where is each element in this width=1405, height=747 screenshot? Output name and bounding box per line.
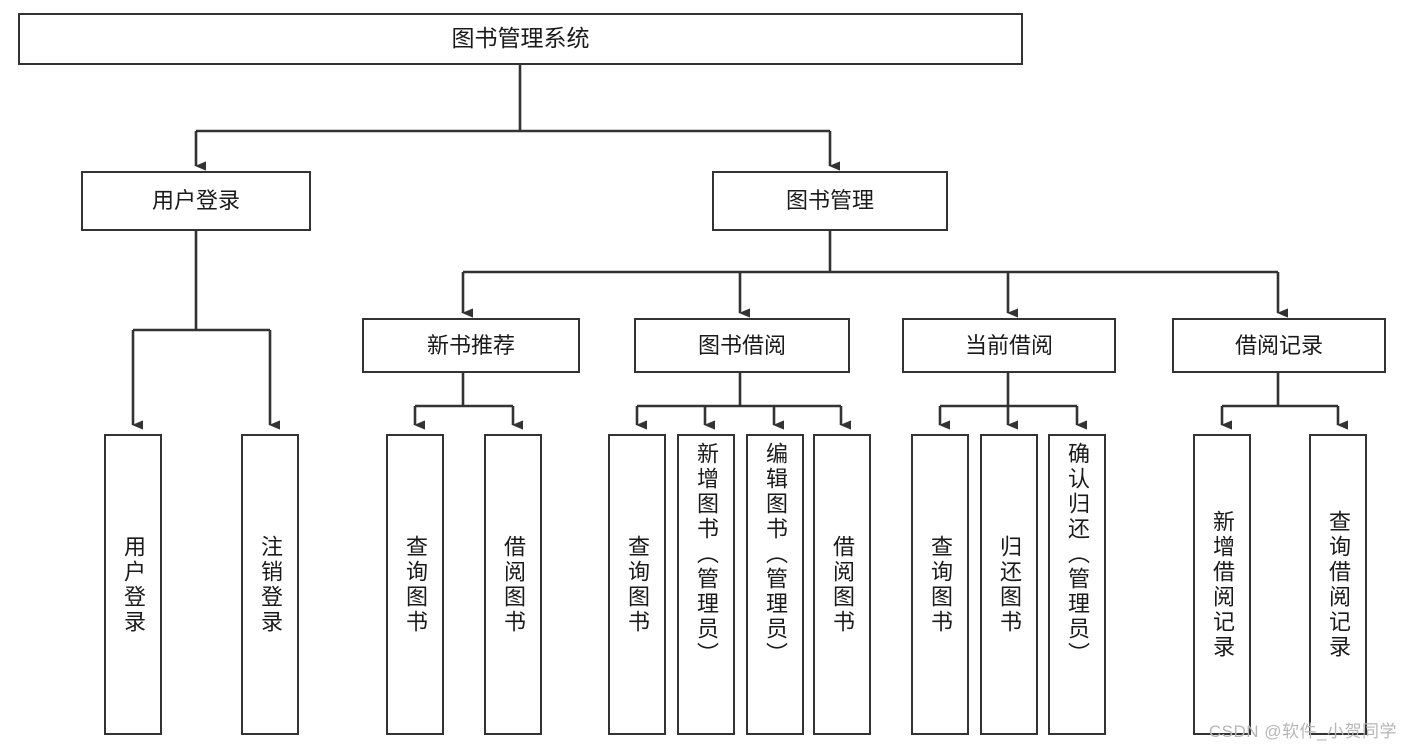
node-borrow-record-label: 借阅记录: [1234, 332, 1323, 358]
node-leaf-new-book-query-label: 查询图书: [403, 534, 428, 635]
node-book-borrow-label: 图书借阅: [697, 332, 786, 358]
node-leaf-borrow-record-query[interactable]: 查询借阅记录: [1309, 434, 1367, 735]
node-leaf-user-login-login-label: 用户登录: [121, 534, 146, 635]
node-leaf-user-login-logout[interactable]: 注销登录: [241, 434, 299, 735]
node-leaf-new-book-borrow[interactable]: 借阅图书: [484, 434, 542, 735]
node-book-management-label: 图书管理: [785, 188, 874, 214]
node-leaf-book-borrow-query[interactable]: 查询图书: [608, 434, 666, 735]
node-leaf-new-book-query[interactable]: 查询图书: [386, 434, 444, 735]
watermark-text: CSDN @软件_小贺同学: [1208, 722, 1397, 741]
node-current-borrow[interactable]: 当前借阅: [902, 318, 1116, 373]
node-current-borrow-label: 当前借阅: [964, 332, 1053, 358]
node-new-book-recommend[interactable]: 新书推荐: [362, 318, 580, 373]
node-leaf-current-borrow-confirm-label: 确认归还（管理员）: [1065, 442, 1090, 667]
node-leaf-user-login-login[interactable]: 用户登录: [104, 434, 162, 735]
node-leaf-book-borrow-borrow[interactable]: 借阅图书: [813, 434, 871, 735]
node-user-login[interactable]: 用户登录: [81, 171, 311, 231]
node-leaf-book-borrow-borrow-label: 借阅图书: [830, 534, 855, 635]
node-leaf-borrow-record-query-label: 查询借阅记录: [1326, 509, 1351, 660]
node-new-book-recommend-label: 新书推荐: [426, 332, 515, 358]
node-leaf-book-borrow-add-label: 新增图书（管理员）: [694, 442, 719, 667]
node-leaf-current-borrow-return-label: 归还图书: [997, 534, 1022, 635]
node-borrow-record[interactable]: 借阅记录: [1172, 318, 1386, 373]
node-root-system[interactable]: 图书管理系统: [18, 13, 1023, 65]
node-leaf-current-borrow-confirm[interactable]: 确认归还（管理员）: [1048, 434, 1106, 735]
node-leaf-current-borrow-query-label: 查询图书: [928, 534, 953, 635]
node-leaf-borrow-record-add[interactable]: 新增借阅记录: [1193, 434, 1251, 735]
node-user-login-label: 用户登录: [151, 188, 240, 214]
node-leaf-book-borrow-add[interactable]: 新增图书（管理员）: [677, 434, 735, 735]
node-book-management[interactable]: 图书管理: [712, 171, 948, 231]
node-leaf-book-borrow-edit[interactable]: 编辑图书（管理员）: [746, 434, 804, 735]
node-leaf-book-borrow-edit-label: 编辑图书（管理员）: [763, 442, 788, 667]
node-leaf-current-borrow-query[interactable]: 查询图书: [911, 434, 969, 735]
node-book-borrow[interactable]: 图书借阅: [634, 318, 850, 373]
node-leaf-book-borrow-query-label: 查询图书: [625, 534, 650, 635]
node-root-system-label: 图书管理系统: [451, 25, 590, 52]
node-leaf-new-book-borrow-label: 借阅图书: [501, 534, 526, 635]
node-leaf-borrow-record-add-label: 新增借阅记录: [1210, 509, 1235, 660]
node-leaf-current-borrow-return[interactable]: 归还图书: [980, 434, 1038, 735]
node-leaf-user-login-logout-label: 注销登录: [258, 534, 283, 635]
